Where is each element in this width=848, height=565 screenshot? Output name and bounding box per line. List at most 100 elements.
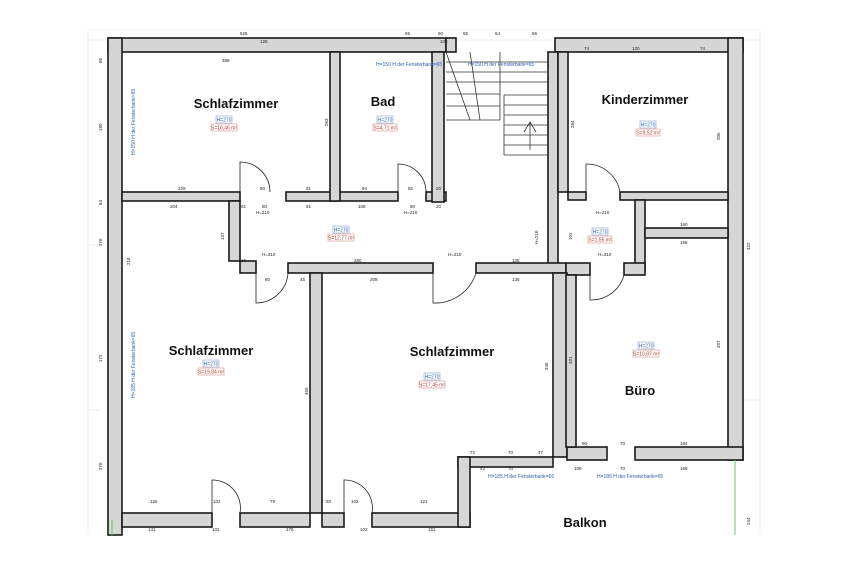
dimension-label: 80 xyxy=(265,277,271,282)
dimension-label: 208 xyxy=(370,277,378,282)
dimension-label: 65 xyxy=(463,31,469,36)
walls xyxy=(107,37,744,536)
window-label-bottom-right: H=185 H der Fensterbank=65 xyxy=(597,474,663,480)
dimension-label: 72 xyxy=(470,450,476,455)
room-name-balkon: Balkon xyxy=(563,515,606,530)
dimension-label: 180 xyxy=(98,123,103,131)
dimension-label: 526 xyxy=(240,31,248,36)
dimension-label: 64 xyxy=(495,31,501,36)
staircase xyxy=(445,51,548,156)
dimension-label: 205 xyxy=(716,132,721,140)
dimension-label: 331 xyxy=(568,356,573,364)
dimension-label: 101 xyxy=(568,232,573,240)
dimension-label: 70 xyxy=(508,450,514,455)
room-name-schlafzimmer-3: Schlafzimmer xyxy=(410,344,495,359)
dimension-label: 204 xyxy=(170,204,178,209)
dimension-label: 80 xyxy=(262,204,268,209)
dimension-label: 218 xyxy=(126,257,131,265)
dimension-label: 45 xyxy=(300,277,306,282)
room-height: H=270 xyxy=(217,118,232,124)
window-label-top-bad: H=150 H der Fensterbank=65 xyxy=(376,62,442,68)
dimension-label: 156 xyxy=(680,240,688,245)
dimensions-left: 86 180 84 276 172 276 xyxy=(98,57,103,470)
dimension-label: 244 xyxy=(746,517,751,525)
dimension-label: 80 xyxy=(260,186,266,191)
room-area: S=17,45 m² xyxy=(419,383,445,389)
dimension-label: 37 xyxy=(538,450,544,455)
door-label: H=210 xyxy=(596,210,610,215)
room-area: S=4,71 m² xyxy=(373,126,397,132)
dimension-label: 102 xyxy=(351,499,359,504)
dimension-label: 422 xyxy=(746,242,751,250)
dimension-label: 50 xyxy=(326,499,332,504)
dimension-label: 70 xyxy=(620,441,626,446)
dimension-label: 276 xyxy=(98,462,103,470)
dimension-label: 141 xyxy=(148,527,156,532)
dimension-label: 86 xyxy=(98,57,103,63)
door-label: H=210 xyxy=(256,210,270,215)
room-tag-buero: H=270 S=10,87 m² xyxy=(632,341,659,358)
door-label: H=210 xyxy=(448,252,462,257)
window-label-top-stair: H=150 H der Fensterbank=65 xyxy=(468,62,534,68)
dimension-label: 135 xyxy=(512,258,520,263)
window-label-left-lower: H=185 H der Fensterbank=65 xyxy=(131,332,137,398)
room-name-schlafzimmer-2: Schlafzimmer xyxy=(169,343,254,358)
dimension-label: 121 xyxy=(420,499,428,504)
dimension-label: 388 xyxy=(222,58,230,63)
room-height: H=270 xyxy=(425,375,440,381)
room-tag-schlafzimmer-1: H=270 S=10,46 m² xyxy=(210,115,237,132)
dimension-label: 16 xyxy=(241,258,247,263)
dimension-label: 20 xyxy=(436,186,442,191)
room-tag-schlafzimmer-2: H=270 S=19,84 m² xyxy=(197,359,224,376)
dimension-label: 102 xyxy=(360,527,368,532)
door-label: H=210 xyxy=(598,252,612,257)
dimension-label: 42 xyxy=(480,466,486,471)
room-tag-flur: H=270 S=12,77 m² xyxy=(327,225,354,242)
dimension-label: 397 xyxy=(716,340,721,348)
dimension-label: 90 xyxy=(438,31,444,36)
dimension-label: 91 xyxy=(306,204,312,209)
dimension-label: 137 xyxy=(220,232,225,240)
room-tag-abstellraum: H=270 S=1,55 m² xyxy=(587,227,613,244)
dimension-label: 90 xyxy=(582,441,588,446)
window-label-bottom-mid: H=185 H der Fensterbank=65 xyxy=(488,474,554,480)
dimension-label: 61 xyxy=(241,204,247,209)
room-area: S=10,87 m² xyxy=(633,352,659,358)
room-height: H=270 xyxy=(204,362,219,368)
dimension-label: 345 xyxy=(544,362,549,370)
room-tag-kinderzimmer: H=270 S=9,52 m² xyxy=(635,120,661,137)
room-area: S=1,55 m² xyxy=(588,238,612,244)
room-name-buero: Büro xyxy=(625,383,655,398)
room-area: S=10,46 m² xyxy=(211,126,237,132)
room-height: H=270 xyxy=(378,118,393,124)
dimension-label: 80 xyxy=(410,204,416,209)
dimension-label: 135 xyxy=(512,277,520,282)
doors xyxy=(211,161,625,514)
dimension-label: 84 xyxy=(362,186,368,191)
dimension-label: 70 xyxy=(620,466,626,471)
dimension-label: 81 xyxy=(306,186,312,191)
door-label: H=210 xyxy=(534,230,539,244)
dimensions-top: 526 65 90 65 64 56 74 120 74 xyxy=(240,31,706,51)
dimension-label: 79 xyxy=(270,499,276,504)
dimension-label: 120 xyxy=(632,46,640,51)
dimension-label: 280 xyxy=(354,258,362,263)
dimension-label: 128 xyxy=(260,39,268,44)
room-name-kinderzimmer: Kinderzimmer xyxy=(602,92,689,107)
room-area: S=12,77 m² xyxy=(328,236,354,242)
door-label: H=210 xyxy=(404,210,418,215)
dimension-label: 56 xyxy=(532,31,538,36)
dimension-label: 460 xyxy=(304,387,309,395)
dimension-label: 102 xyxy=(213,499,221,504)
room-height: H=270 xyxy=(593,230,608,236)
dimension-label: 126 xyxy=(150,499,158,504)
dimension-label: 106 xyxy=(440,39,448,44)
dimensions-inner: 388 263 229 80 81 82 84 20 61 80 204 91 … xyxy=(126,39,721,532)
dimension-label: 108 xyxy=(574,466,582,471)
dimension-label: 65 xyxy=(405,31,411,36)
room-name-schlafzimmer-1: Schlafzimmer xyxy=(194,96,279,111)
room-tag-bad: H=270 S=4,71 m² xyxy=(372,115,398,132)
room-height: H=270 xyxy=(641,123,656,129)
room-height: H=270 xyxy=(639,344,654,350)
dimension-label: 284 xyxy=(570,120,575,128)
